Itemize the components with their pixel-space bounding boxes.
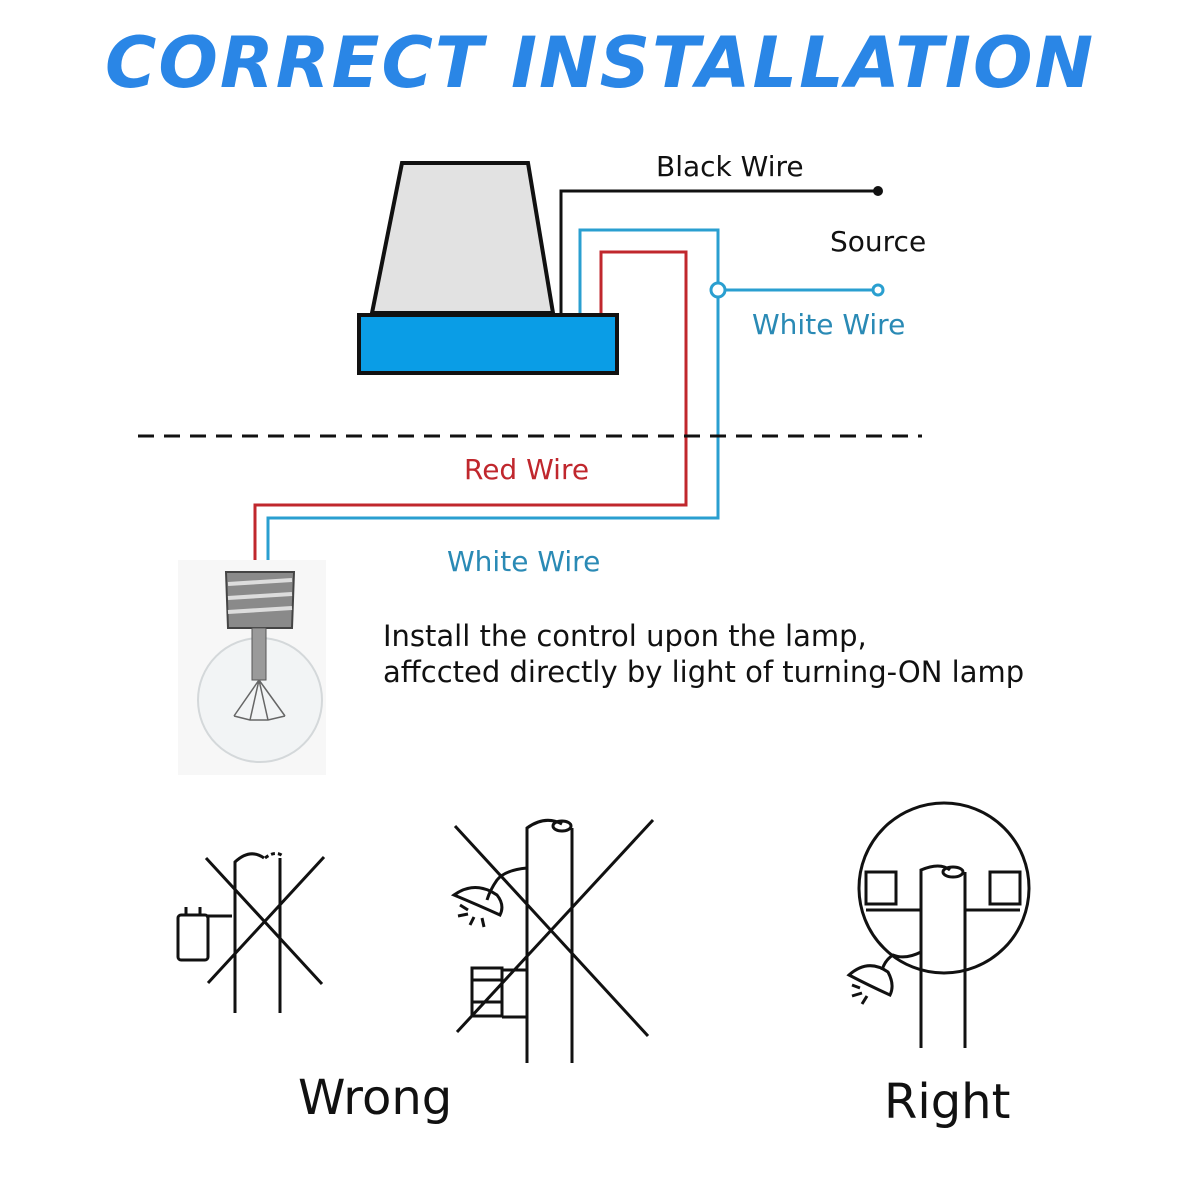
installation-note: Install the control upon the lamp, affcc…: [383, 618, 1024, 690]
wrong-caption: Wrong: [298, 1070, 453, 1126]
red-wire: [253, 250, 688, 565]
black-wire-label: Black Wire: [656, 150, 804, 183]
wrong-example-1-icon: [176, 851, 326, 1013]
right-caption: Right: [884, 1074, 1011, 1130]
right-example-icon: [846, 801, 1031, 1048]
white-wire-lamp-label: White Wire: [447, 545, 601, 578]
wrong-example-2-icon: [450, 818, 655, 1063]
white-wire-sensor: [266, 228, 720, 565]
black-wire: [559, 189, 878, 313]
photocell-sensor-icon: [357, 161, 619, 375]
source-label: Source: [830, 225, 927, 258]
red-wire-label: Red Wire: [464, 453, 590, 486]
note-line-1: Install the control upon the lamp,: [383, 619, 867, 653]
note-line-2: affccted directly by light of turning-ON…: [383, 655, 1025, 689]
page-title: CORRECT INSTALLATION: [104, 22, 1096, 104]
white-wire-source-label: White Wire: [752, 308, 906, 341]
light-bulb-icon: [178, 560, 326, 775]
